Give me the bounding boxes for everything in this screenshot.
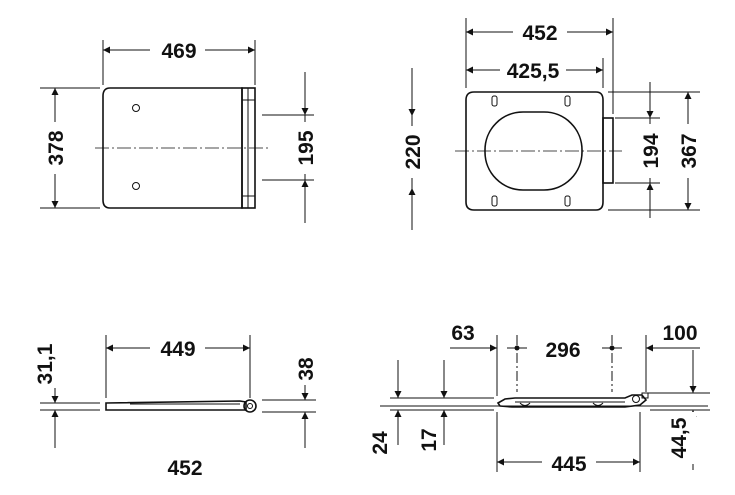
profile-offset-label: 63 xyxy=(451,322,474,345)
lid-bumper-dot-top xyxy=(132,104,140,112)
lid-depth-label: 378 xyxy=(45,130,68,165)
front-hinge-height-label: 38 xyxy=(295,357,318,381)
seat-hinge-label: 194 xyxy=(640,133,663,168)
lid-width-label: 469 xyxy=(161,40,196,63)
profile-hinge-height-label: 44,5 xyxy=(668,417,691,458)
front-bottom-label: 452 xyxy=(167,457,202,480)
front-thickness-label: 31,1 xyxy=(34,343,57,384)
profile-length-label: 445 xyxy=(551,453,586,476)
front-length-label: 449 xyxy=(160,338,195,361)
top-seat-view: 452 425,5 220 194 367 xyxy=(400,18,701,230)
seat-inner-label: 425,5 xyxy=(507,60,560,83)
lid-bumper-dot-bottom xyxy=(132,182,140,190)
profile-bumper-label: 17 xyxy=(418,428,441,451)
top-lid-view: 469 378 195 xyxy=(40,36,318,223)
seat-outline xyxy=(465,91,604,211)
profile-height-label: 24 xyxy=(369,431,392,455)
side-profile-view: 63 296 100 24 17 445 44,5 xyxy=(369,322,710,476)
profile-rear-label: 100 xyxy=(662,322,697,345)
seat-left-label: 220 xyxy=(402,134,425,169)
profile-seat-body xyxy=(496,394,648,408)
seat-depth-label: 367 xyxy=(678,133,701,168)
front-seat-profile xyxy=(105,400,247,411)
side-front-view: 449 31,1 38 452 xyxy=(34,334,319,480)
profile-hinge-circle xyxy=(632,395,640,403)
lid-hinge-label: 195 xyxy=(295,130,318,165)
lid-outline xyxy=(102,87,243,209)
profile-pitch-label: 296 xyxy=(545,339,580,362)
seat-hinge-block xyxy=(602,117,614,184)
seat-outer-label: 452 xyxy=(522,22,557,45)
front-hinge-circle xyxy=(243,399,257,413)
